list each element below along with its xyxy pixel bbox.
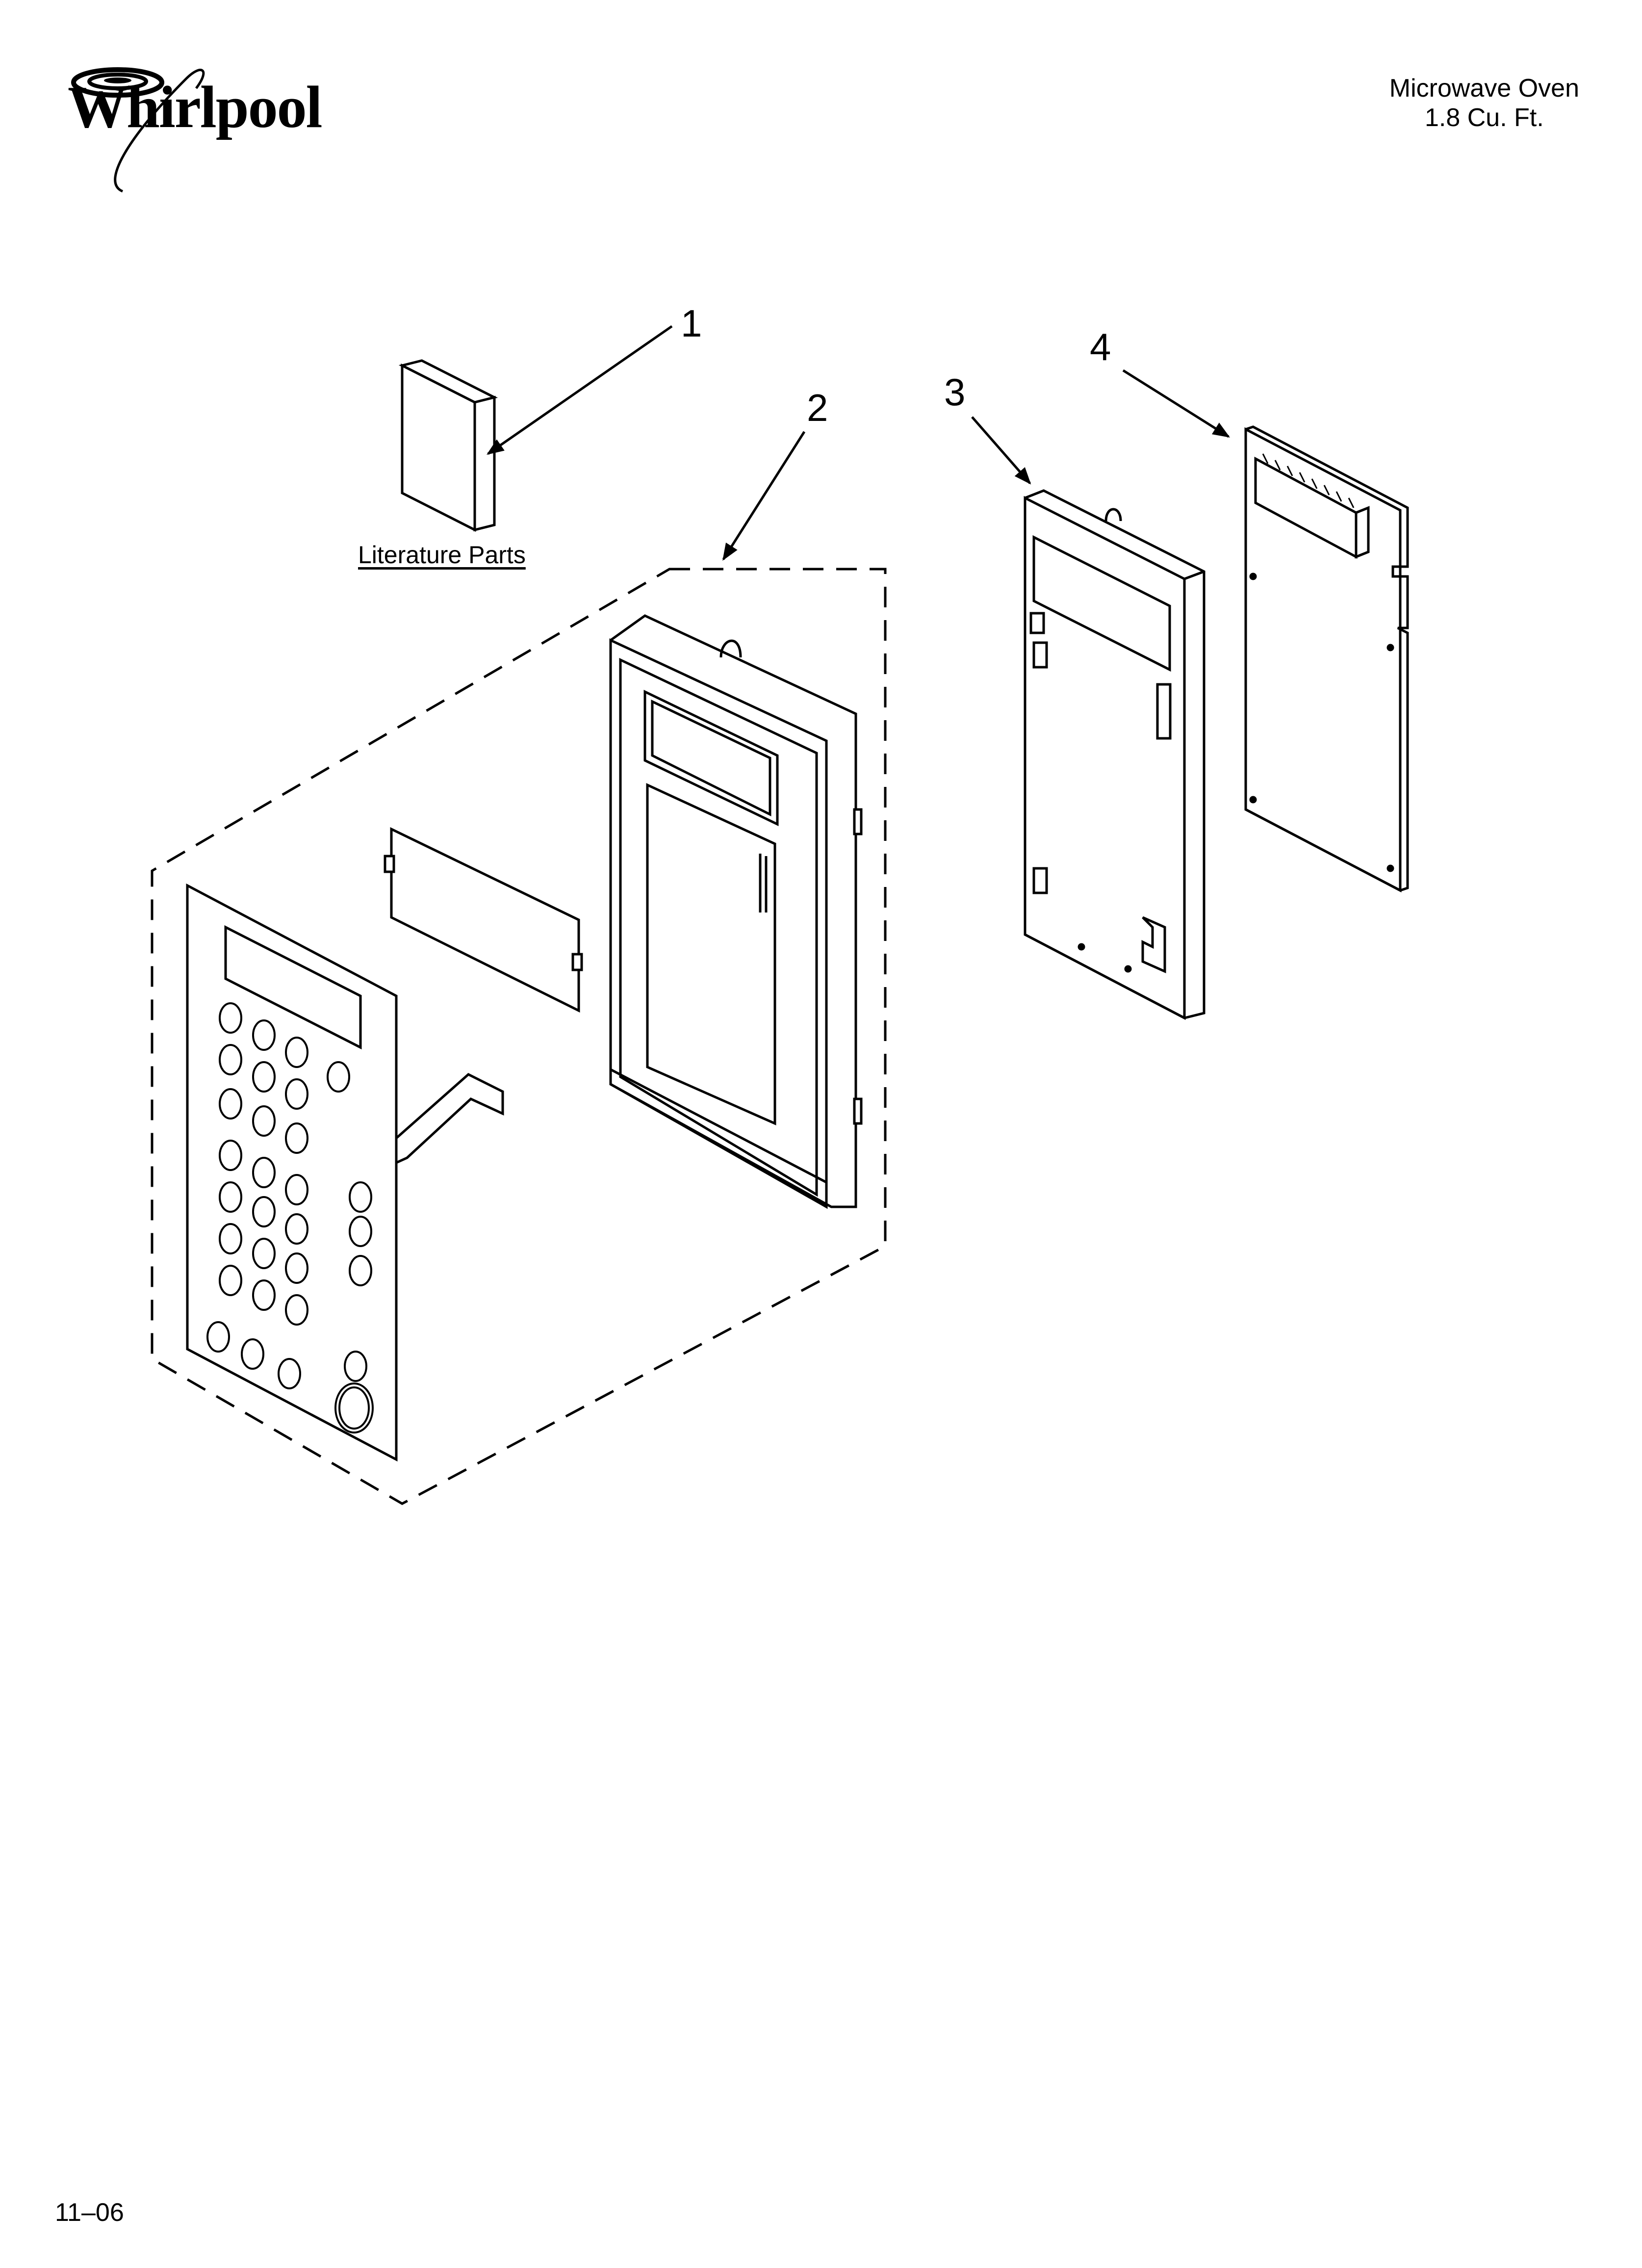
product-title: Microwave Oven 1.8 Cu. Ft.	[1389, 74, 1579, 132]
display-window-panel	[384, 827, 583, 1013]
leader-arrow-2	[722, 431, 806, 561]
leader-lines	[487, 325, 1230, 561]
control-keypad-panel	[186, 883, 398, 1462]
back-panel-part	[1024, 489, 1206, 1020]
literature-parts-label: Literature Parts	[358, 541, 526, 569]
product-title-line-2: 1.8 Cu. Ft.	[1425, 104, 1544, 132]
leader-arrow-1	[487, 325, 673, 455]
door-assembly-outline	[151, 568, 887, 1505]
whirlpool-logo-swirl-icon	[71, 67, 205, 193]
literature-book-part	[398, 359, 498, 532]
callout-number-4: 4	[1090, 325, 1111, 368]
callout-number-1: 1	[681, 302, 702, 345]
door-frame-part	[609, 614, 863, 1209]
footer-date-code: 11–06	[55, 2198, 124, 2227]
callout-number-2: 2	[807, 386, 828, 429]
circuit-board-part	[1244, 425, 1409, 893]
ribbon-cable	[395, 1073, 504, 1164]
leader-arrow-4	[1122, 369, 1230, 438]
brand-logo-text: Whirlpool	[68, 74, 323, 140]
leader-arrow-3	[971, 416, 1031, 485]
product-title-line-1: Microwave Oven	[1389, 74, 1579, 103]
callout-number-3: 3	[944, 370, 966, 414]
